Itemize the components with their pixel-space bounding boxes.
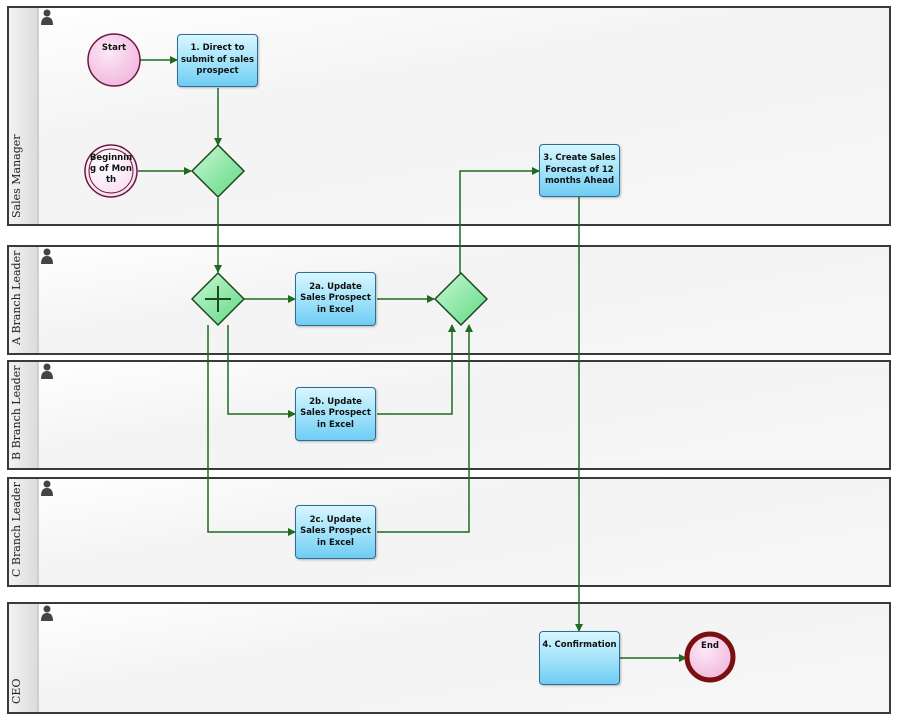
lane-sales-manager: Sales Manager: [7, 6, 891, 226]
task-direct-submit[interactable]: 1. Direct to submit of sales prospect: [177, 34, 258, 87]
start-event-label: Start: [101, 43, 127, 53]
person-icon: [41, 9, 53, 25]
end-event-label: End: [701, 641, 719, 651]
timer-start-event: [84, 144, 138, 198]
flow-gw3-to-t3: [459, 167, 540, 273]
task-confirmation[interactable]: 4. Confirmation: [539, 631, 620, 685]
timer-inner-ring: [88, 148, 134, 194]
parallel-gateway-plus-icon: [205, 286, 231, 312]
exclusive-gateway-merge: [190, 143, 246, 199]
exclusive-gateway-join: [433, 271, 489, 327]
person-icon: [41, 363, 53, 379]
flow-gw2-to-t2c: [207, 325, 296, 536]
lane-ceo: CEO: [7, 602, 891, 714]
task-update-sales-prospect-2a[interactable]: 2a. Update Sales Prospect in Excel: [295, 272, 376, 326]
person-icon: [41, 480, 53, 496]
task-update-sales-prospect-2c[interactable]: 2c. Update Sales Prospect in Excel: [295, 505, 376, 559]
person-icon: [41, 248, 53, 264]
flow-t2c-to-gw3: [377, 324, 473, 533]
flow-gw2-to-t2b: [227, 325, 296, 418]
start-event: [87, 33, 141, 87]
task-create-sales-forecast[interactable]: 3. Create Sales Forecast of 12 months Ah…: [539, 144, 620, 197]
task-update-sales-prospect-2b[interactable]: 2b. Update Sales Prospect in Excel: [295, 387, 376, 441]
person-icon: [41, 605, 53, 621]
timer-event-label: Beginning of Month: [89, 153, 133, 185]
flow-t2b-to-gw3: [377, 324, 456, 415]
lane-b-branch-leader: B Branch Leader: [7, 360, 891, 470]
end-event: [684, 631, 736, 683]
